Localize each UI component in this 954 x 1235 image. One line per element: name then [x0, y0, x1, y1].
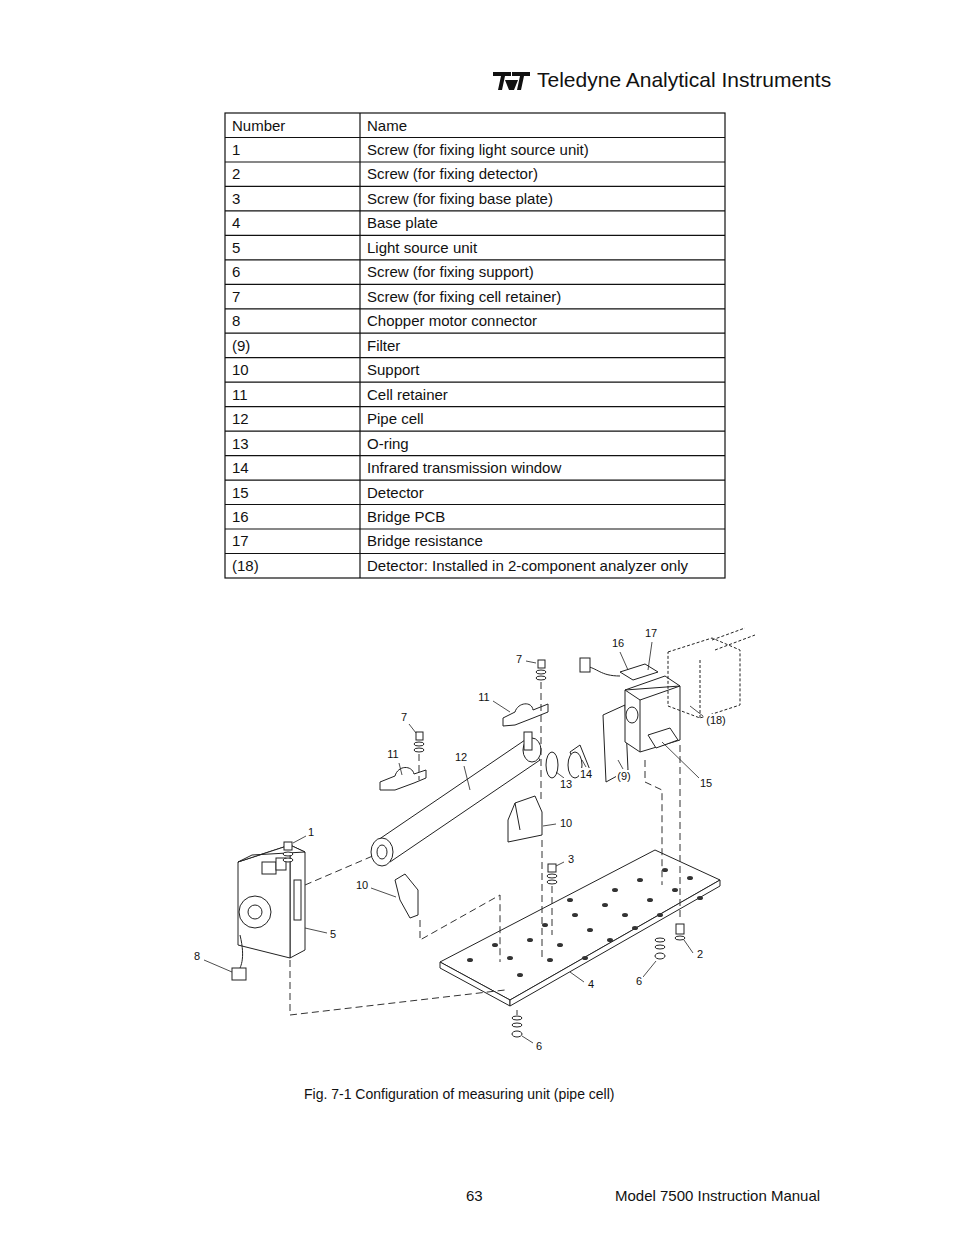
table-number: 8	[232, 312, 240, 330]
table-number: 17	[232, 532, 249, 550]
table-cell: Screw (for fixing support)	[367, 263, 534, 281]
table-cell: Detector	[367, 484, 424, 502]
callout-number: 10	[355, 879, 369, 892]
callout-number: 16	[611, 637, 625, 650]
table-number: 11	[232, 386, 248, 404]
assembly-guide-lines	[290, 682, 680, 1015]
callout-number: 3	[567, 853, 575, 866]
table-number: 2	[232, 165, 240, 183]
measuring-unit-drawing	[232, 658, 720, 1037]
table-cell: Support	[367, 361, 420, 379]
table-number: 14	[232, 459, 249, 477]
table-header: Number	[232, 117, 285, 135]
callout-number: (18)	[705, 714, 727, 727]
callout-number: 6	[535, 1040, 543, 1053]
callout-number: 4	[587, 978, 595, 991]
callout-number: (9)	[616, 770, 631, 783]
table-cell: Bridge resistance	[367, 532, 483, 550]
table-number: 12	[232, 410, 249, 428]
table-number: 6	[232, 263, 240, 281]
table-cell: Screw (for fixing base plate)	[367, 190, 553, 208]
optional-detector-dashed	[668, 628, 755, 718]
table-cell: Filter	[367, 337, 400, 355]
table-grid	[225, 113, 725, 578]
callout-number: 7	[515, 653, 523, 666]
table-cell: Base plate	[367, 214, 438, 232]
callout-number: 8	[193, 950, 201, 963]
table-number: 7	[232, 288, 240, 306]
page-number: 63	[466, 1187, 483, 1205]
callout-number: 14	[579, 768, 593, 781]
table-cell: Cell retainer	[367, 386, 448, 404]
manual-title: Model 7500 Instruction Manual	[615, 1187, 820, 1205]
callout-number: 10	[559, 817, 573, 830]
callout-number: 11	[386, 748, 399, 761]
table-number: 10	[232, 361, 249, 379]
table-number: 16	[232, 508, 249, 526]
callout-number: 5	[329, 928, 337, 941]
callout-number: 12	[454, 751, 468, 764]
header-text: Teledyne Analytical Instruments	[537, 67, 831, 92]
callout-number: 13	[559, 778, 573, 791]
table-cell: O-ring	[367, 435, 409, 453]
table-number: 3	[232, 190, 240, 208]
table-number: (9)	[232, 337, 250, 355]
callout-number: 15	[699, 777, 713, 790]
callout-number: 7	[400, 711, 408, 724]
table-cell: Pipe cell	[367, 410, 424, 428]
figure-caption: Fig. 7-1 Configuration of measuring unit…	[304, 1086, 615, 1103]
callout-number: 11	[477, 691, 490, 704]
table-cell: Screw (for fixing detector)	[367, 165, 538, 183]
table-number: 4	[232, 214, 240, 232]
table-cell: Screw (for fixing light source unit)	[367, 141, 589, 159]
table-header: Name	[367, 117, 407, 135]
callout-number: 6	[635, 975, 643, 988]
table-cell: Chopper motor connector	[367, 312, 537, 330]
table-cell: Infrared transmission window	[367, 459, 561, 477]
table-number: 1	[232, 141, 240, 159]
table-cell: Detector: Installed in 2-component analy…	[367, 557, 688, 575]
table-cell: Light source unit	[367, 239, 477, 257]
table-number: 5	[232, 239, 240, 257]
logo	[493, 72, 530, 90]
table-number: 15	[232, 484, 249, 502]
table-number: 13	[232, 435, 249, 453]
callout-number: 17	[644, 627, 658, 640]
table-cell: Bridge PCB	[367, 508, 445, 526]
callout-number: 1	[307, 826, 315, 839]
leader-lines	[204, 642, 703, 1043]
table-number: (18)	[232, 557, 259, 575]
table-cell: Screw (for fixing cell retainer)	[367, 288, 561, 306]
callout-number: 2	[696, 948, 704, 961]
